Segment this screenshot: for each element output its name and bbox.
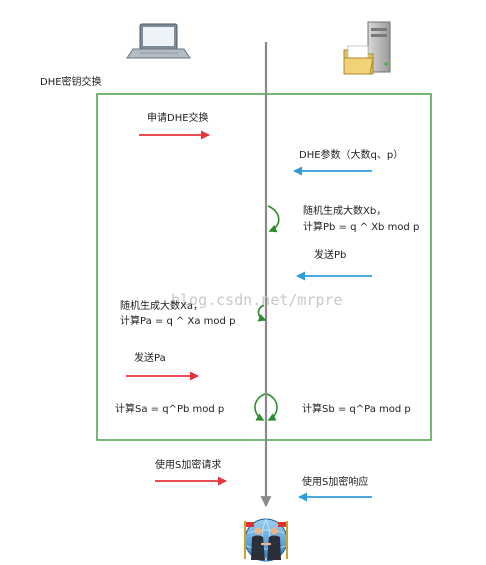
- handshake-globe-icon: [244, 518, 288, 562]
- client-send-label: 发送Pa: [134, 353, 166, 364]
- client-compute-pa-curl: [257, 304, 267, 322]
- client-random-line1: 随机生成大数Xa，: [120, 301, 203, 312]
- server-encrypted-response-label: 使用S加密响应: [302, 477, 369, 488]
- laptop-icon: [126, 23, 191, 59]
- server-random-line1: 随机生成大数Xb，: [303, 206, 387, 217]
- server-compute-label: 计算Sb = q^Pa mod p: [302, 404, 411, 415]
- compute-sb-curl: [266, 393, 278, 421]
- compute-sa-curl: [254, 393, 266, 421]
- server-params-label: DHE参数（大数q、p）: [299, 150, 404, 161]
- client-random-line2: 计算Pa = q ^ Xa mod p: [120, 316, 236, 327]
- server-folder-icon: [343, 21, 391, 75]
- server-send-label: 发送Pb: [314, 250, 347, 261]
- client-encrypted-request-label: 使用S加密请求: [155, 460, 222, 471]
- server-random-line2: 计算Pb = q ^ Xb mod p: [303, 222, 420, 233]
- watermark: blog.csdn.net/mrpre: [171, 291, 343, 309]
- section-label: DHE密钥交换: [40, 77, 102, 88]
- dhe-exchange-frame: [96, 93, 432, 441]
- server-compute-pb-curl: [267, 205, 280, 233]
- client-request-label: 申请DHE交换: [147, 113, 209, 124]
- client-compute-label: 计算Sa = q^Pb mod p: [115, 404, 225, 415]
